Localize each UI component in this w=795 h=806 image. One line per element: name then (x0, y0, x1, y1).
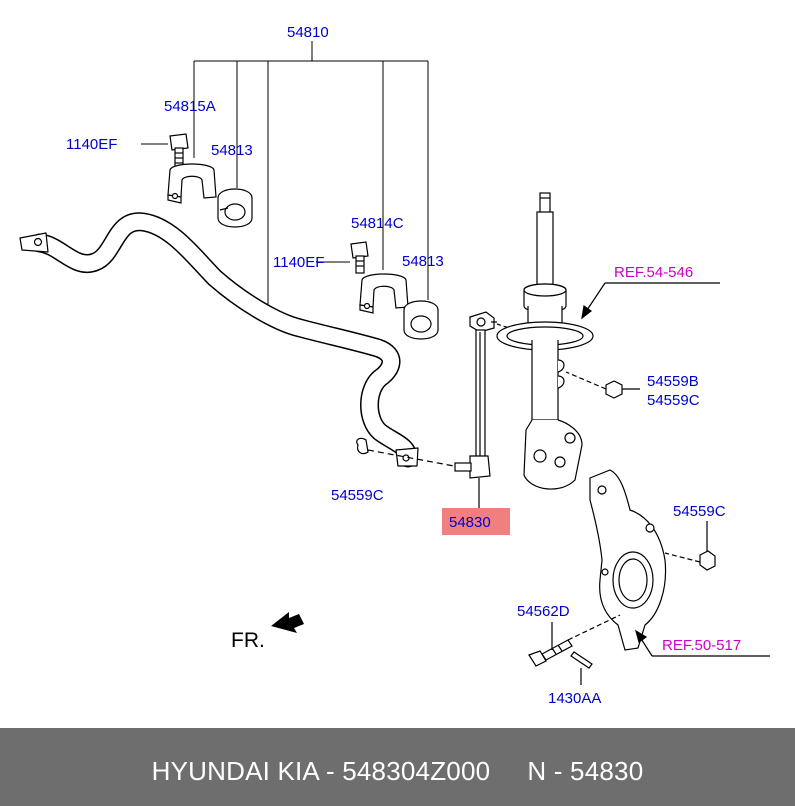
strut-assembly (496, 192, 594, 490)
bracket-54814c (359, 273, 409, 314)
nut-54559b (565, 371, 640, 399)
label-54559c-strut[interactable]: 54559C (647, 392, 700, 409)
stabilizer-link-54830 (454, 311, 516, 508)
parts-diagram: 54810 54815A 1140EF 54813 54814C 1140EF … (19, 24, 770, 707)
bolt-1140ef-right (350, 241, 369, 274)
label-54810[interactable]: 54810 (287, 24, 329, 41)
highlight-54830 (442, 508, 510, 535)
label-54559c-bar[interactable]: 54559C (331, 487, 384, 504)
label-ref-54-546[interactable]: REF.54-546 (614, 264, 693, 281)
front-arrow-icon (271, 612, 304, 633)
ref-leader-54546 (581, 282, 720, 320)
bolt-1140ef-left (169, 133, 189, 169)
nut-54559c-bar (356, 437, 455, 467)
label-54559b[interactable]: 54559B (647, 373, 699, 390)
knuckle (589, 469, 667, 651)
bolt-54562d (528, 614, 621, 667)
part-labels: 54810 54815A 1140EF 54813 54814C 1140EF … (66, 24, 726, 707)
bushing-54813-right (403, 300, 439, 340)
label-54815a[interactable]: 54815A (164, 98, 216, 115)
label-1140ef-left[interactable]: 1140EF (66, 136, 117, 153)
label-54830[interactable]: 54830 (449, 514, 491, 531)
stabilizer-bar (19, 212, 419, 468)
bracket-54815a (167, 163, 217, 204)
label-54559c-knuckle[interactable]: 54559C (673, 503, 726, 520)
label-54562d[interactable]: 54562D (517, 603, 570, 620)
bushing-54813-left (217, 188, 253, 228)
ref-labels: REF.54-546 REF.50-517 (614, 264, 741, 654)
label-54813-left[interactable]: 54813 (211, 142, 253, 159)
footer-bar: HYUNDAI KIA - 548304Z000 N - 54830 (0, 728, 795, 806)
label-front: FR. (231, 629, 265, 652)
label-1430aa[interactable]: 1430AA (548, 690, 601, 707)
leader-lines (141, 41, 429, 305)
pin-1430aa (570, 651, 593, 685)
nut-54559c-knuckle (664, 521, 716, 571)
label-1140ef-right[interactable]: 1140EF (273, 254, 324, 271)
label-ref-50-517[interactable]: REF.50-517 (662, 637, 741, 654)
ref-leader-50517 (635, 629, 770, 657)
label-54813-right[interactable]: 54813 (402, 253, 444, 270)
label-54814c[interactable]: 54814C (351, 215, 404, 232)
footer-part-number: HYUNDAI KIA - 548304Z000 N - 54830 (151, 756, 644, 786)
